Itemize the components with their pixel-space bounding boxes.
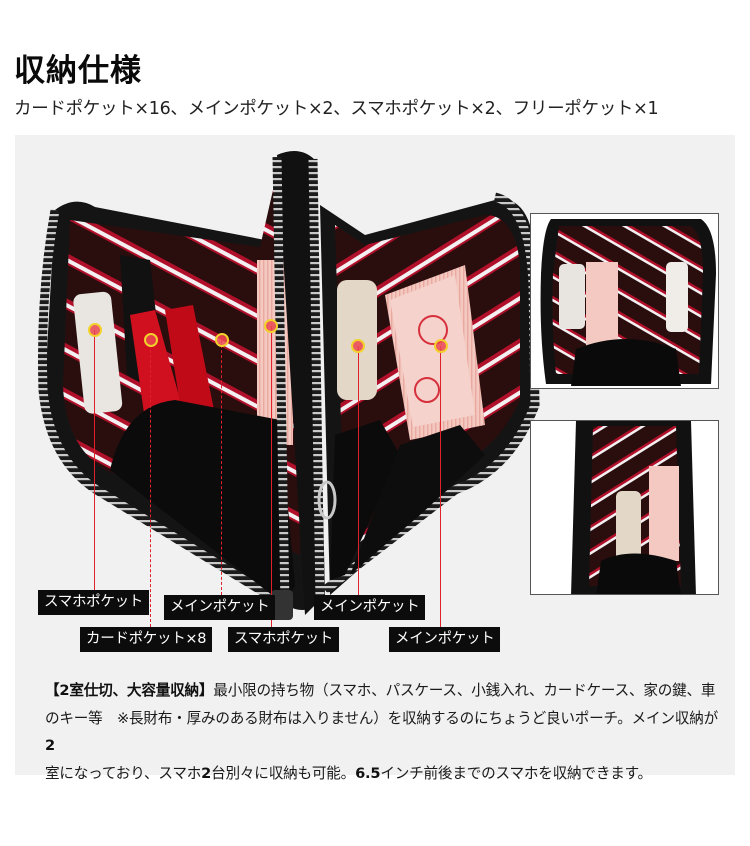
description-line-2-text: のキー等 ※長財布・厚みのある財布は入りません）を収納するのにちょうど良いポーチ… xyxy=(45,709,718,727)
callout-dot-main-pocket-1 xyxy=(215,333,229,347)
description-line-1: 【2室仕切、大容量収納】最小限の持ち物（スマホ、パスケース、小銭入れ、カードケー… xyxy=(45,677,725,705)
description-line-3-text-b: 台別々に収納も可能。 xyxy=(211,764,356,782)
label-main-pocket-3: メインポケット xyxy=(389,627,501,652)
description-line-1-text: 最小限の持ち物（スマホ、パスケース、小銭入れ、カードケース、家の鍵、車 xyxy=(213,682,716,699)
description-line-2: のキー等 ※長財布・厚みのある財布は入りません）を収納するのにちょうど良いポーチ… xyxy=(45,705,725,760)
callout-dot-card-pocket xyxy=(144,333,158,347)
description-line-3-text-c: インチ前後までのスマホを収納できます。 xyxy=(380,764,652,782)
callout-line-main-pocket-2 xyxy=(358,346,359,595)
callout-line-card-pocket xyxy=(150,340,151,627)
pocket-summary: カードポケット×16、メインポケット×2、スマホポケット×2、フリーポケット×1 xyxy=(14,99,659,119)
callout-line-smartphone-pocket-left xyxy=(94,330,95,590)
label-main-pocket-2: メインポケット xyxy=(314,595,426,620)
product-description: 【2室仕切、大容量収納】最小限の持ち物（スマホ、パスケース、小銭入れ、カードケー… xyxy=(45,677,725,787)
description-line-3-text-a: 室になっており、スマホ xyxy=(45,764,202,782)
callout-dot-main-pocket-3 xyxy=(434,339,448,353)
inset-photo-top xyxy=(530,213,719,389)
inset-photo-side xyxy=(530,420,719,595)
label-smartphone-pocket-left: スマホポケット xyxy=(38,590,149,615)
description-bold-screen-size: 6.5 xyxy=(355,764,381,782)
callout-line-main-pocket-1 xyxy=(221,340,222,595)
callout-line-main-pocket-3 xyxy=(440,346,441,627)
callout-line-smartphone-pocket-center xyxy=(271,326,272,627)
wallet-illustration xyxy=(38,151,540,620)
description-line-3: 室になっており、スマホ2台別々に収納も可能。6.5インチ前後までのスマホを収納で… xyxy=(45,760,725,788)
label-main-pocket-1: メインポケット xyxy=(164,595,276,620)
description-bold-lead: 【2室仕切、大容量収納】 xyxy=(45,682,214,699)
callout-dot-main-pocket-2 xyxy=(351,339,365,353)
wallet-photo xyxy=(15,135,735,665)
description-bold-number: 2 xyxy=(45,737,55,754)
label-smartphone-pocket-center: スマホポケット xyxy=(228,627,339,652)
inset-wallet-illustration xyxy=(571,421,696,594)
callout-dot-smartphone-pocket-left xyxy=(88,323,102,337)
page-title: 収納仕様 xyxy=(14,53,142,89)
description-bold-number: 2 xyxy=(201,764,212,782)
label-card-pocket: カードポケット×8 xyxy=(80,627,213,652)
callout-dot-smartphone-pocket-center xyxy=(264,319,278,333)
inset-wallet-illustration xyxy=(540,219,716,386)
